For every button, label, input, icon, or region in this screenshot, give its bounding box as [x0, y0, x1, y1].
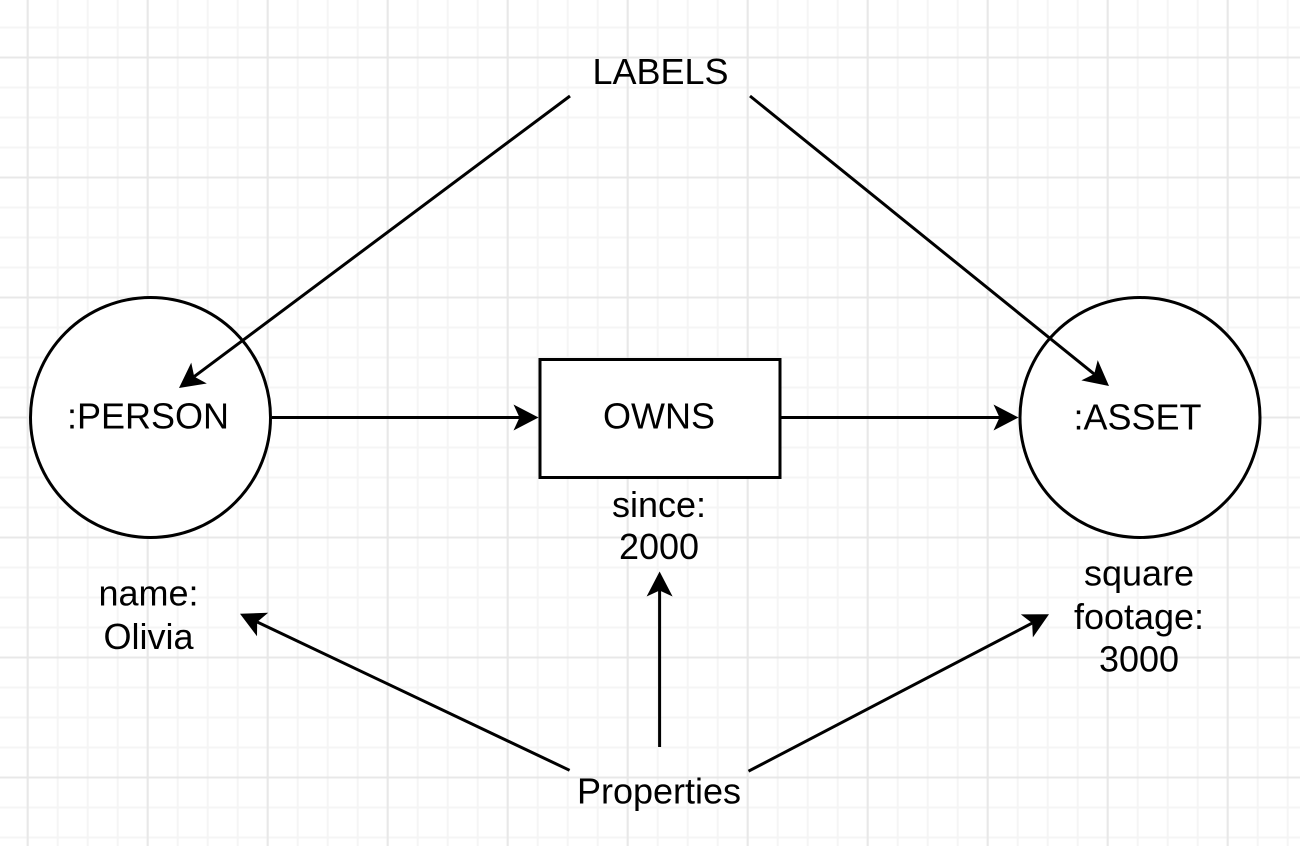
svg-text::ASSET: :ASSET	[1073, 397, 1201, 438]
svg-text:3000: 3000	[1099, 639, 1179, 680]
svg-text:footage:: footage:	[1074, 596, 1204, 637]
svg-text:Properties: Properties	[577, 771, 741, 812]
svg-text:2000: 2000	[619, 526, 699, 567]
svg-text::PERSON: :PERSON	[67, 396, 229, 437]
svg-text:LABELS: LABELS	[592, 51, 728, 92]
svg-text:Olivia: Olivia	[103, 616, 194, 657]
svg-text:OWNS: OWNS	[603, 396, 715, 437]
svg-text:name:: name:	[98, 572, 198, 613]
svg-text:square: square	[1084, 552, 1194, 593]
svg-text:since:: since:	[612, 484, 706, 525]
